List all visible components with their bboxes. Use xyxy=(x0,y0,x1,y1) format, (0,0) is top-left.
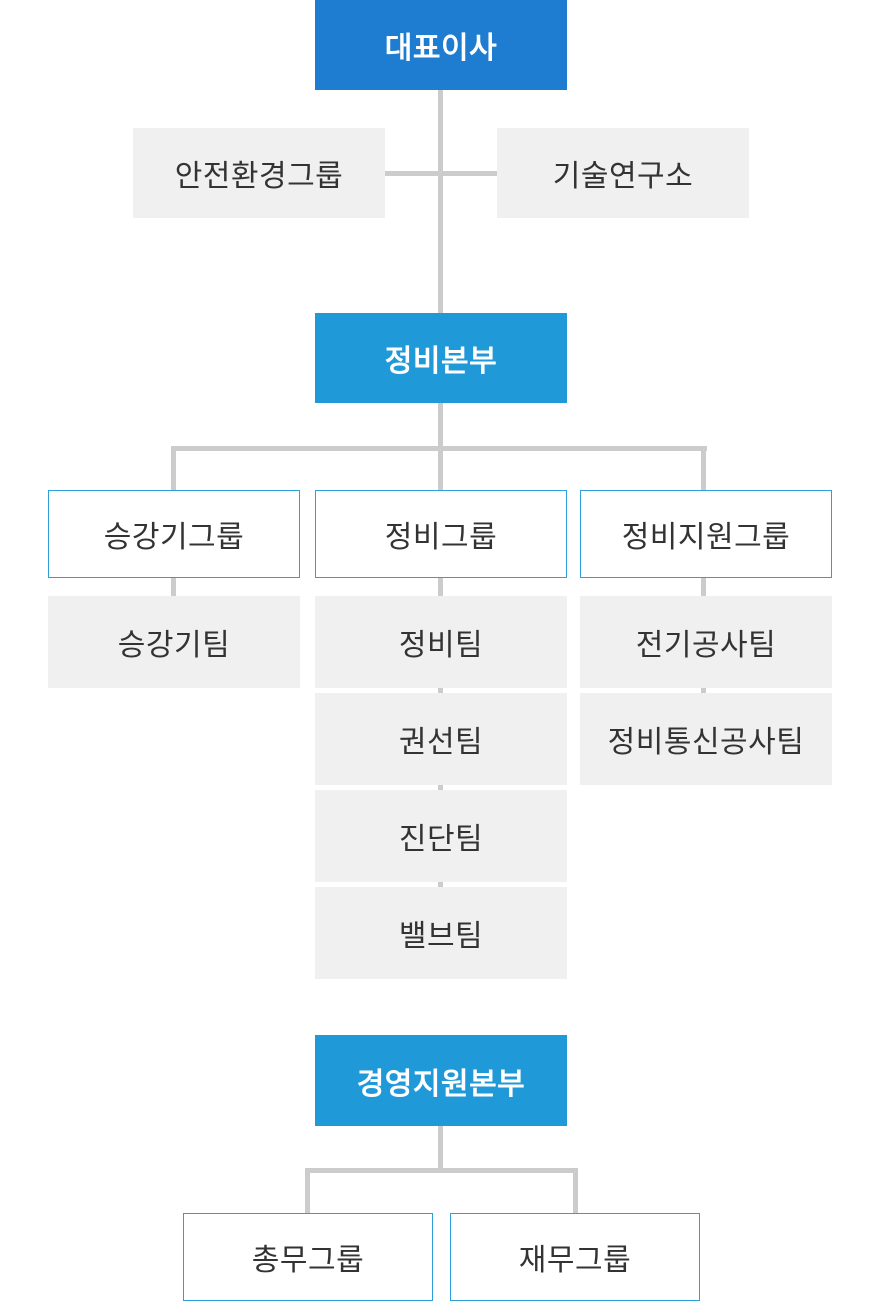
box-maintenance-division: 정비본부 xyxy=(315,313,567,403)
connector-tick-maintenance-1 xyxy=(438,688,443,693)
box-maintenance-team: 정비팀 xyxy=(315,596,567,688)
connector-drop-elevator-group xyxy=(171,446,176,490)
connector-tick-maintenance-2 xyxy=(438,785,443,790)
box-electrical-construction-team: 전기공사팀 xyxy=(580,596,832,688)
box-winding-team: 권선팀 xyxy=(315,693,567,785)
connector-maintenance-group-to-team xyxy=(438,578,443,596)
box-maintenance-support-group: 정비지원그룹 xyxy=(580,490,832,578)
box-maintenance-telecom-construction-team: 정비통신공사팀 xyxy=(580,693,832,785)
box-elevator-team: 승강기팀 xyxy=(48,596,300,688)
box-elevator-group: 승강기그룹 xyxy=(48,490,300,578)
connector-support-group-to-team xyxy=(701,578,706,596)
connector-staff-link xyxy=(385,171,497,176)
connector-tick-maintenance-3 xyxy=(438,882,443,887)
box-technology-research-institute: 기술연구소 xyxy=(497,128,749,218)
connector-tick-support-1 xyxy=(701,688,706,693)
connector-management-branch xyxy=(305,1168,578,1173)
box-ceo: 대표이사 xyxy=(315,0,567,90)
connector-maintenance-branch xyxy=(171,446,707,451)
box-management-support-division: 경영지원본부 xyxy=(315,1035,567,1126)
connector-drop-general-affairs xyxy=(305,1168,310,1213)
connector-drop-support-group xyxy=(701,446,706,490)
connector-elevator-group-to-team xyxy=(171,578,176,596)
box-finance-group: 재무그룹 xyxy=(450,1213,700,1301)
connector-drop-finance xyxy=(573,1168,578,1213)
connector-ceo-stem xyxy=(438,90,443,313)
box-safety-environment-group: 안전환경그룹 xyxy=(133,128,385,218)
box-maintenance-group: 정비그룹 xyxy=(315,490,567,578)
box-diagnosis-team: 진단팀 xyxy=(315,790,567,882)
box-valve-team: 밸브팀 xyxy=(315,887,567,979)
connector-management-stem xyxy=(438,1126,443,1173)
box-general-affairs-group: 총무그룹 xyxy=(183,1213,433,1301)
